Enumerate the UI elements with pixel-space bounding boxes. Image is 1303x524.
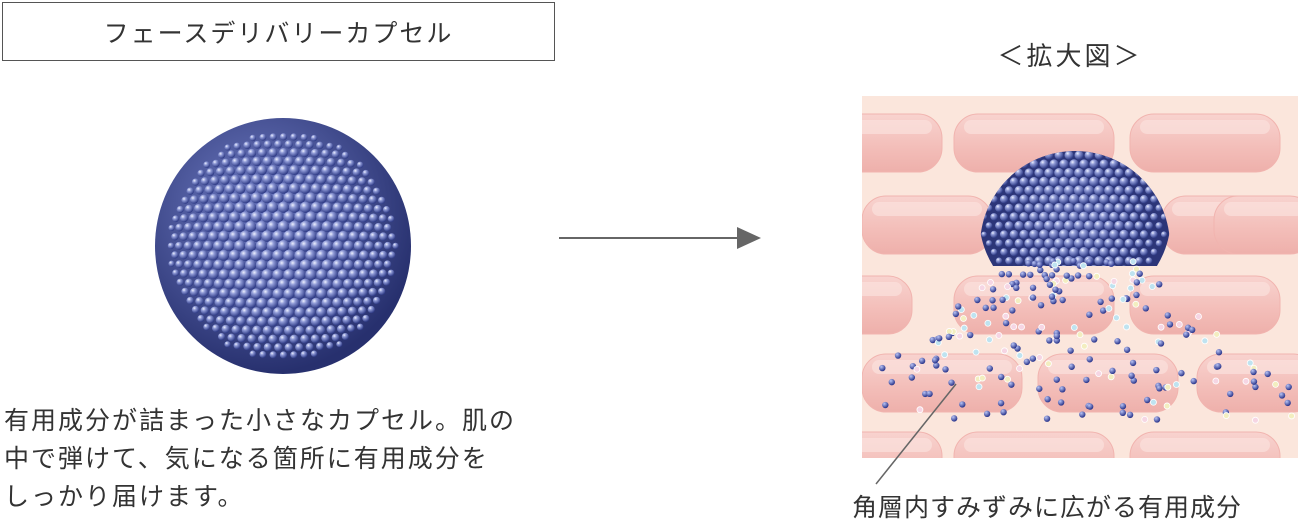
zoom-illustration [862,96,1298,458]
description-line-3: しっかり届けます。 [4,482,245,511]
capsule-sphere-illustration [152,115,414,377]
zoom-caption: 角層内すみずみに広がる有用成分 [852,493,1243,522]
caption-leader-line [870,380,960,490]
zoom-illustration-svg [862,96,1298,458]
right-arrow-icon [557,224,762,252]
description-line-2: 中で弾けて、気になる箇所に有用成分を [4,444,489,473]
capsule-sphere-svg [155,118,411,374]
description: 有用成分が詰まった小さなカプセル。肌の 中で弾けて、気になる箇所に有用成分を し… [4,402,584,516]
zoom-label: ＜拡大図＞ [997,42,1143,72]
description-line-1: 有用成分が詰まった小さなカプセル。肌の [4,406,517,435]
title-box: フェースデリバリーカプセル [2,2,555,61]
title-label: フェースデリバリーカプセル [103,18,454,48]
